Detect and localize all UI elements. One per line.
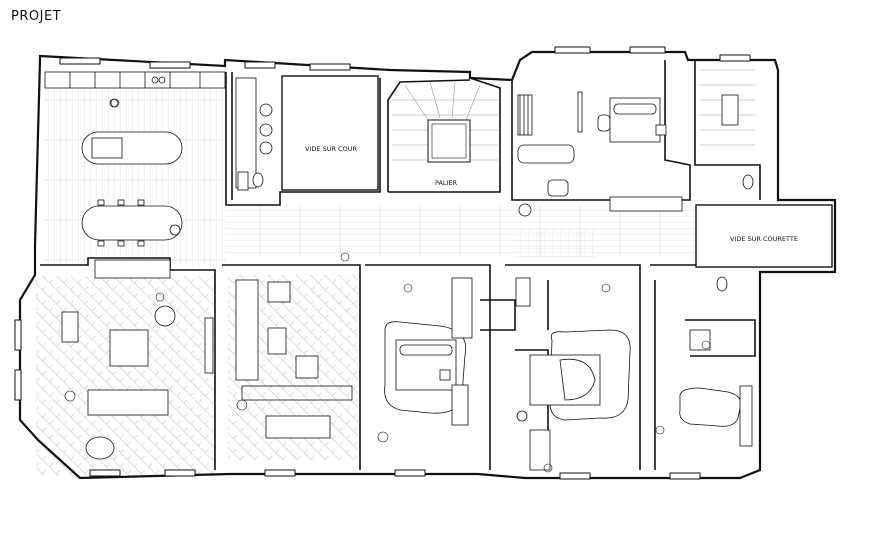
label-vide-sur-courette: VIDE SUR COURETTE <box>730 235 798 243</box>
stair-landing: PALIER <box>392 81 498 187</box>
living-room <box>61 259 214 460</box>
dining-table <box>81 205 183 241</box>
void-courtyard: VIDE SUR COUR <box>281 75 379 191</box>
bedroom-3 <box>515 277 631 471</box>
bathroom-1 <box>235 77 273 191</box>
kitchen <box>44 71 226 247</box>
salon-2 <box>235 279 353 439</box>
label-vide-sur-cour: VIDE SUR COUR <box>305 145 357 153</box>
windows <box>14 46 751 480</box>
interior-walls <box>40 60 761 470</box>
bathroom-2 <box>517 91 683 217</box>
stair-right <box>700 69 755 190</box>
bedroom-top <box>609 97 667 143</box>
drawing-title: PROJET <box>11 9 62 24</box>
label-palier: PALIER <box>435 179 458 187</box>
void-small-courtyard: VIDE SUR COURETTE <box>695 204 833 268</box>
decor <box>64 98 711 473</box>
bedroom-4 <box>679 276 753 447</box>
bedroom-2 <box>384 277 473 426</box>
